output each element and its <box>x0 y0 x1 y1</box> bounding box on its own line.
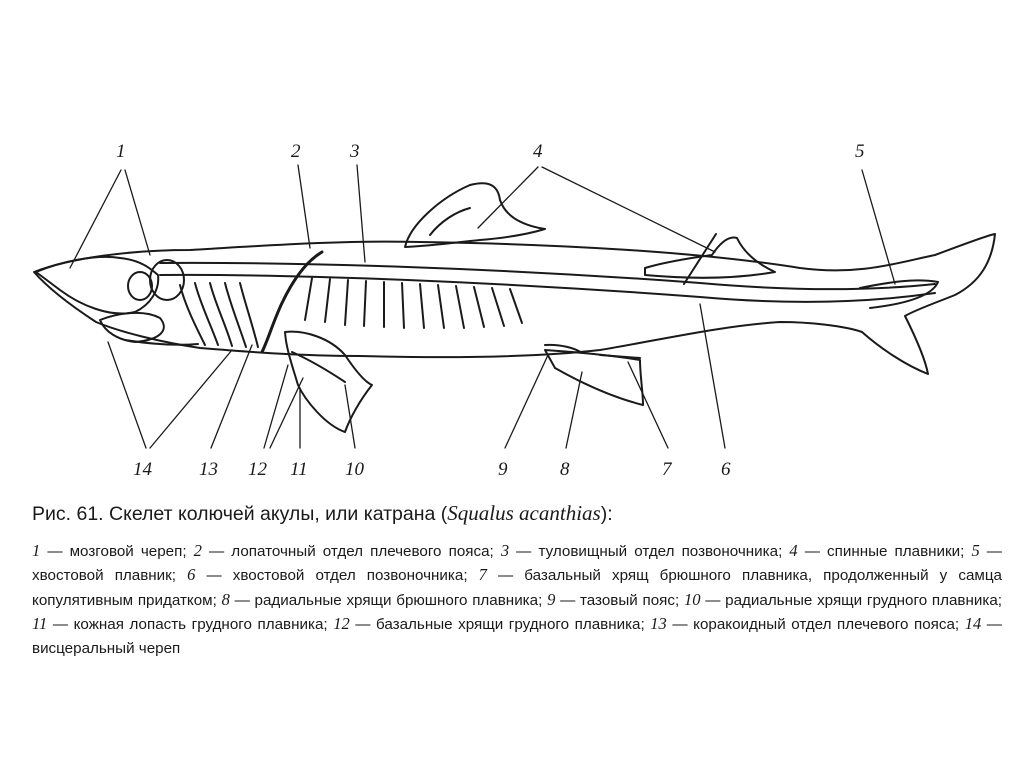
caption-suffix: ): <box>600 503 613 525</box>
label-10: 10 <box>345 459 365 480</box>
label-2: 2 <box>291 141 301 162</box>
label-8: 8 <box>560 459 570 480</box>
label-14: 14 <box>133 459 153 480</box>
caudal-fin-lobe <box>859 279 939 309</box>
legend-num-10: 10 <box>683 589 701 609</box>
legend-num-7: 7 <box>478 565 487 585</box>
pectoral-fin <box>284 330 373 433</box>
legend-num-3: 3 <box>500 541 510 560</box>
label-4: 4 <box>533 141 543 162</box>
legend-text-2: — лопаточный отдел плечевого пояса; <box>201 543 501 560</box>
second-dorsal-fin <box>644 236 776 279</box>
label-9: 9 <box>498 459 508 480</box>
legend-num-8: 8 <box>221 589 230 609</box>
jaws <box>99 312 165 343</box>
legend-num-2: 2 <box>193 541 202 560</box>
shoulder-girdle <box>260 250 324 354</box>
legend-text-14: — висцеральный череп <box>32 616 1002 657</box>
label-7: 7 <box>662 459 673 480</box>
legend-num-13: 13 <box>650 614 667 634</box>
callout-labels: 1 2 3 4 5 6 7 8 9 10 11 12 13 14 <box>116 141 865 480</box>
label-12: 12 <box>248 459 268 480</box>
legend-text-11: — кожная лопасть грудного плавника; <box>47 616 334 634</box>
label-5: 5 <box>855 141 865 162</box>
caption-species: Squalus acanthias <box>447 501 601 525</box>
legend-text-13: — коракоидный отдел плечевого пояса; <box>666 616 965 634</box>
label-6: 6 <box>721 459 731 480</box>
figure-caption: Рис. 61. Скелет колючей акулы, или катра… <box>32 500 1002 527</box>
legend-num-9: 9 <box>547 589 556 609</box>
ribs <box>304 277 523 329</box>
leader-lines <box>69 164 896 449</box>
body-outline <box>33 233 996 375</box>
legend-num-1: 1 <box>32 541 41 560</box>
first-dorsal-fin <box>404 182 546 248</box>
legend-text-1: — мозговой череп; <box>40 543 194 560</box>
pelvic-fin <box>544 349 644 406</box>
label-11: 11 <box>290 459 308 480</box>
label-3: 3 <box>349 141 360 162</box>
legend-text-10: — радиальные хрящи грудного плавника; <box>700 591 1003 609</box>
vertebral-column <box>159 261 936 291</box>
legend-num-11: 11 <box>32 614 48 634</box>
legend-text-12: — базальные хрящи грудного плавника; <box>349 616 651 634</box>
legend-num-6: 6 <box>187 565 196 585</box>
legend-num-12: 12 <box>333 614 350 634</box>
legend-text-3: — туловищный отдел позвоночника; <box>509 543 790 560</box>
legend-text-7: — базальный хрящ брюшного плавника, прод… <box>32 567 1003 609</box>
shark-skeleton-diagram: 1 2 3 4 5 6 7 8 9 10 11 12 13 14 <box>33 141 996 480</box>
figure-legend: 1 — мозговой череп; 2 — лопаточный отдел… <box>32 539 1002 660</box>
legend-text-8: — радиальные хрящи брюшного плавника; <box>229 591 548 609</box>
legend-text-4: — спинные плавники; <box>797 543 972 560</box>
legend-num-4: 4 <box>789 541 798 560</box>
label-1: 1 <box>116 141 126 162</box>
legend-text-5: — хвостовой плавник; <box>32 543 1002 585</box>
label-13: 13 <box>199 459 218 480</box>
braincase <box>35 255 160 315</box>
legend-num-14: 14 <box>964 614 982 634</box>
legend-num-5: 5 <box>971 541 980 560</box>
legend-text-9: — тазовый пояс; <box>555 591 684 609</box>
orbit <box>149 259 185 301</box>
caption-block: Рис. 61. Скелет колючей акулы, или катра… <box>32 500 1002 660</box>
gill-arches <box>179 282 259 348</box>
legend-text-6: — хвостовой отдел позвоночника; <box>195 567 479 585</box>
caption-prefix: Рис. 61. Скелет колючей акулы, или катра… <box>32 503 448 525</box>
